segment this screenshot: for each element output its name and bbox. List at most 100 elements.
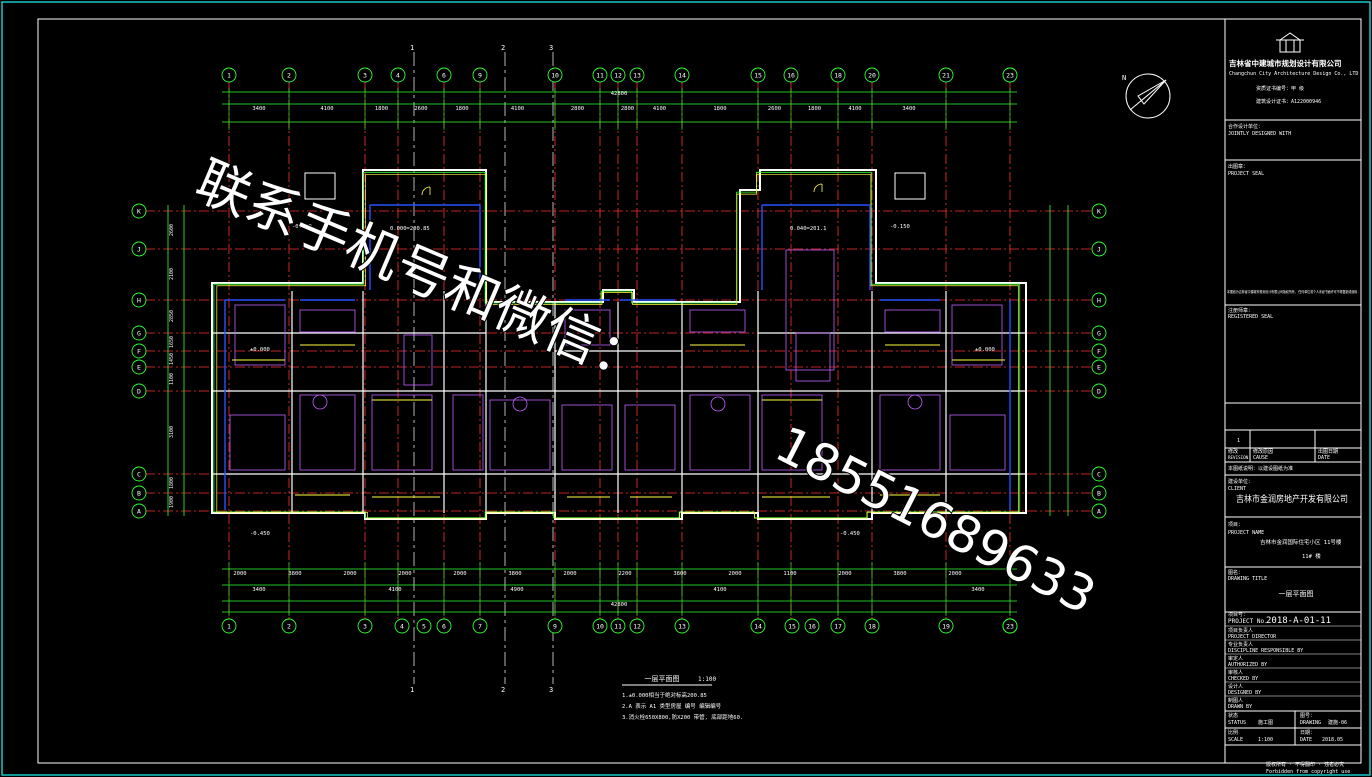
axis-bubble-right-circle (1091, 241, 1107, 257)
dim-label-left: 2600 (169, 224, 175, 236)
axis-bubble-bottom-circle (357, 618, 373, 634)
axis-bubble-left-circle (131, 325, 147, 341)
note-1: 1.±0.000相当于绝对标高200.85 (622, 691, 707, 699)
axis-bubble-left-circle (131, 343, 147, 359)
sign-row-en: CHECKED BY (1228, 676, 1258, 682)
axis-bubble-left-circle (131, 466, 147, 482)
wall-offset (213, 171, 1021, 519)
section-mark-top: 2 (501, 44, 505, 52)
client-cn: 建设单位： (1228, 478, 1253, 485)
elevation-label: -0.450 (840, 531, 860, 537)
door-swing (813, 183, 823, 193)
axis-bubble-right: G (1097, 330, 1101, 338)
dim-label-bottom2: 4900 (510, 587, 523, 593)
section-mark-top: 1 (410, 44, 414, 52)
axis-bubble-left-circle (131, 203, 147, 219)
dim-label-left: 2850 (169, 310, 175, 322)
cause-cn: 修改原因 (1253, 448, 1273, 455)
project-number-value: 2018-A-01-11 (1266, 616, 1331, 626)
room-details (229, 172, 1006, 498)
axis-bubble-bottom: 6 (442, 623, 446, 631)
axis-bubble-bottom-circle (547, 618, 563, 634)
date-en: DATE (1318, 455, 1330, 461)
furniture (884, 309, 941, 333)
furniture (489, 399, 551, 471)
dim-label-top: 2800 (571, 106, 584, 112)
axis-bubble-top-circle (830, 67, 846, 83)
axis-bubble-top: 2 (287, 72, 291, 80)
status-en: STATUS (1228, 720, 1246, 726)
axis-bubble-bottom-circle (610, 618, 626, 634)
status-value: 施工图 (1258, 719, 1273, 726)
table-icon (312, 394, 328, 410)
axis-bubble-bottom: 13 (678, 623, 686, 631)
axis-bubble-top: 4 (396, 72, 400, 80)
jointly-cn: 合作设计单位： (1228, 123, 1263, 130)
furniture (879, 394, 941, 471)
north-arrow-icon: N (1122, 73, 1171, 119)
company-name-cn: 吉林省中建城市规划设计有限公司 (1229, 58, 1342, 68)
dim-label-top: 3400 (902, 106, 915, 112)
axis-bubble-bottom: 15 (788, 623, 796, 631)
dim-label-bottom: 2000 (728, 571, 741, 577)
dim-label-bottom: 2000 (838, 571, 851, 577)
axis-bubble-top: 11 (596, 72, 604, 80)
axis-bubble-right: B (1097, 490, 1101, 498)
axis-bubble-top-circle (281, 67, 297, 83)
axis-bubble-right: C (1097, 471, 1101, 479)
axis-bubble-bottom: 12 (633, 623, 641, 631)
dim-label-top: 4100 (511, 106, 524, 112)
axis-bubble-right-circle (1091, 503, 1107, 519)
project-en: PROJECT NAME (1228, 530, 1264, 536)
axis-bubble-top: 1 (227, 72, 231, 80)
copyright-note: 本图纸为吉林省中建城市规划设计有限公司版权所有, 任何单位或个人未经书面许可不得… (1227, 289, 1359, 294)
axis-bubble-right-circle (1091, 383, 1107, 399)
axis-bubble-top: 23 (1006, 72, 1014, 80)
axis-bubble-bottom-circle (436, 618, 452, 634)
axis-bubble-left: K (137, 208, 141, 216)
dim-label-left: 1650 (169, 336, 175, 348)
axis-bubble-bottom: 1 (227, 623, 231, 631)
axis-bubble-bottom-circle (281, 618, 297, 634)
dim-label-top: 2800 (621, 106, 634, 112)
table-icon (907, 394, 923, 410)
section-mark-bottom: 3 (549, 686, 553, 694)
furniture (785, 249, 835, 371)
axis-bubble-bottom: 5 (422, 623, 426, 631)
axis-bubble-bottom: 3 (363, 623, 367, 631)
axis-bubble-top: 13 (633, 72, 641, 80)
axis-bubble-bottom: 2 (287, 623, 291, 631)
company-logo (1276, 32, 1304, 53)
client-value: 吉林市金润房地产开发有限公司 (1236, 493, 1348, 505)
axis-bubble-right: D (1097, 388, 1101, 396)
axis-bubble-right: F (1097, 348, 1101, 356)
axis-bubble-bottom-circle (830, 618, 846, 634)
axis-bubble-top-circle (864, 67, 880, 83)
axis-bubble-bottom: 18 (868, 623, 876, 631)
dim-label-top: 4100 (320, 106, 333, 112)
dim-label-bottom2: 4100 (713, 587, 726, 593)
axis-bubble-left: H (137, 297, 141, 305)
caption-title: 一层平面图 (645, 675, 680, 683)
axis-bubble-top-circle (436, 67, 452, 83)
table-icon (512, 396, 528, 412)
title-value: 一层平面图 (1279, 590, 1314, 598)
seal-cn: 出图章： (1228, 163, 1248, 170)
dim-label-bottom: 2000 (563, 571, 576, 577)
furniture (795, 332, 831, 382)
dimension-lines (167, 88, 1069, 616)
section-mark-bottom: 1 (410, 686, 414, 694)
axis-bubble-right: K (1097, 208, 1101, 216)
table-icon (710, 396, 726, 412)
reg-seal-cn: 注册师章： (1228, 307, 1253, 314)
status-cn: 状态 (1228, 712, 1238, 719)
dim-label-left: 1100 (169, 373, 175, 385)
axis-bubble-left: B (137, 490, 141, 498)
furniture (299, 394, 356, 471)
revision-number: 1 (1237, 438, 1240, 444)
jointly-en: JOINTLY DESIGNED WITH (1228, 131, 1291, 137)
axis-bubble-right-circle (1091, 466, 1107, 482)
project-number-en: PROJECT No. (1228, 618, 1268, 625)
svg-text:N: N (1122, 74, 1126, 82)
